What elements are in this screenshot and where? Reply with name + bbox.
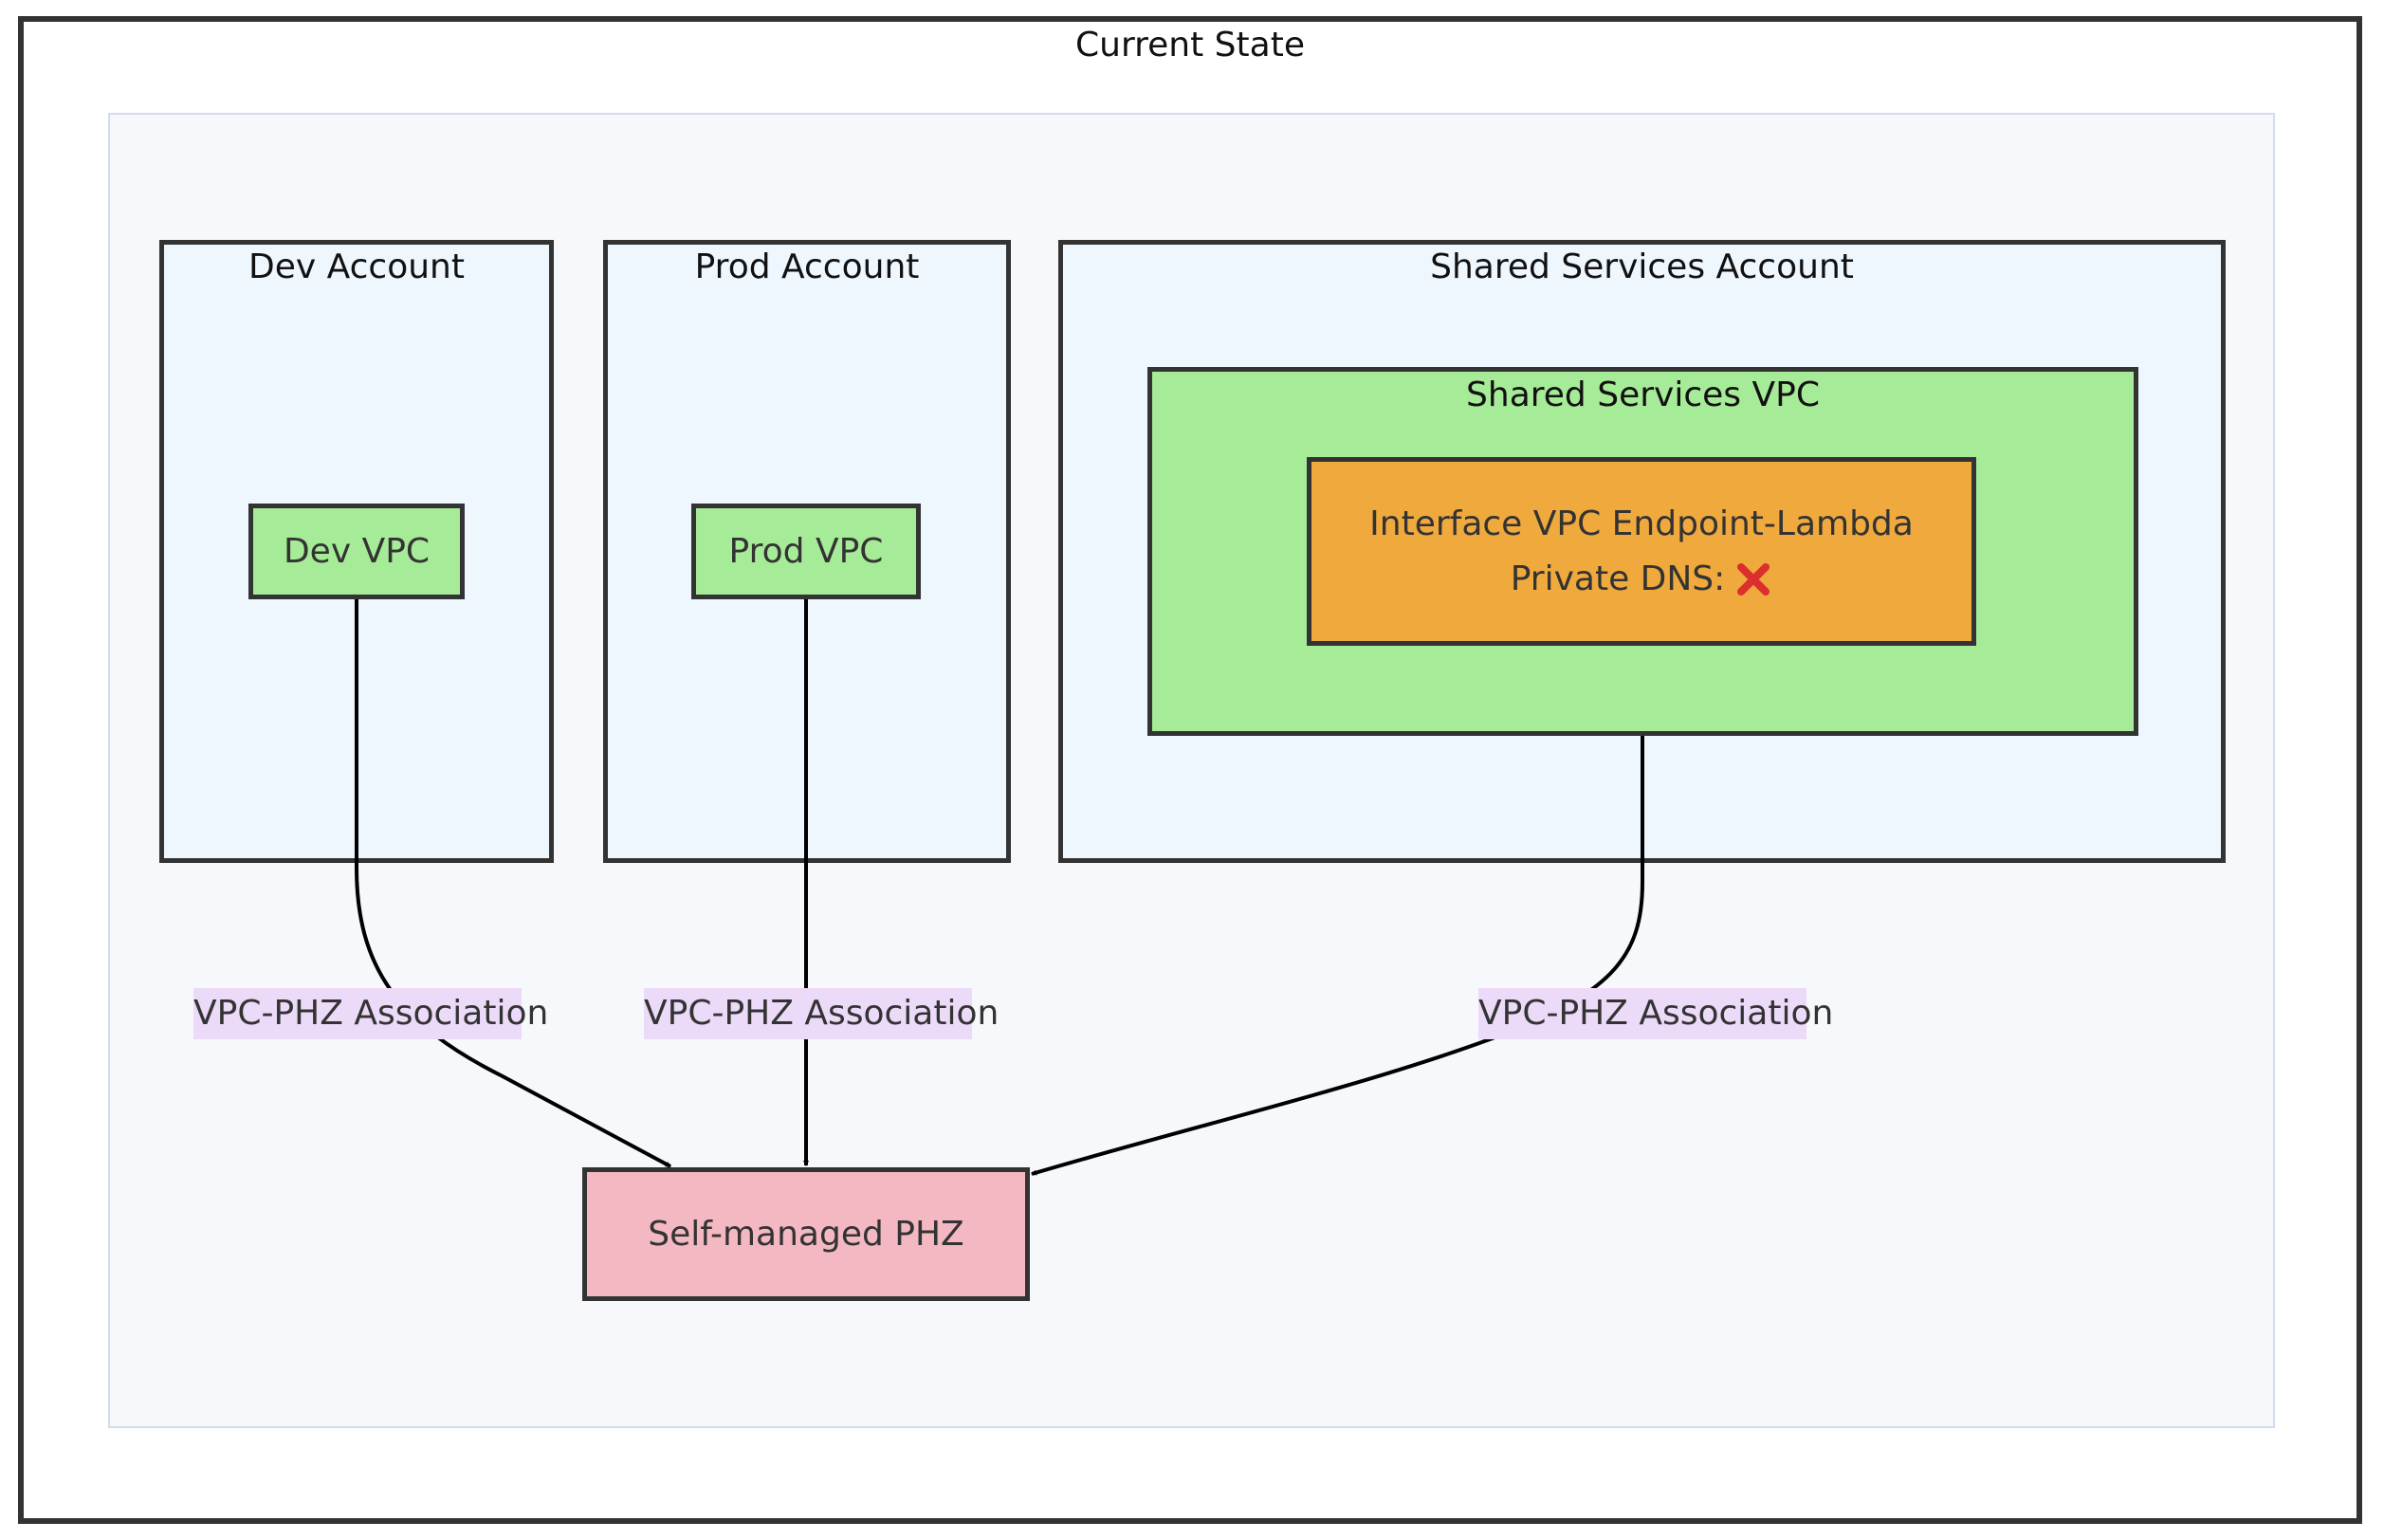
- shared-services-vpc-title: Shared Services VPC: [1466, 376, 1820, 414]
- prod-account-title: Prod Account: [694, 248, 920, 286]
- cross-mark-icon: [1737, 562, 1770, 596]
- dev-vpc-to-phz-edge: [355, 599, 671, 1168]
- shared-association-label: VPC-PHZ Association: [1478, 988, 1833, 1039]
- private-dns-row: Private DNS:: [1511, 552, 1773, 607]
- dev-association-label: VPC-PHZ Association: [193, 988, 548, 1039]
- dev-account-title: Dev Account: [248, 248, 465, 286]
- lambda-endpoint-node[interactable]: Interface VPC Endpoint-Lambda Private DN…: [1307, 457, 1976, 646]
- self-managed-phz-node[interactable]: Self-managed PHZ: [582, 1167, 1030, 1301]
- dev-vpc-node[interactable]: Dev VPC: [248, 504, 465, 599]
- private-dns-label: Private DNS:: [1510, 559, 1726, 598]
- shared-services-account-title: Shared Services Account: [1430, 248, 1854, 286]
- endpoint-name: Interface VPC Endpoint-Lambda: [1369, 504, 1914, 543]
- shared-vpc-to-phz-edge: [1031, 736, 1644, 1176]
- prod-vpc-node[interactable]: Prod VPC: [691, 504, 921, 599]
- prod-association-label: VPC-PHZ Association: [644, 988, 999, 1039]
- current-state-title: Current State: [1075, 26, 1305, 64]
